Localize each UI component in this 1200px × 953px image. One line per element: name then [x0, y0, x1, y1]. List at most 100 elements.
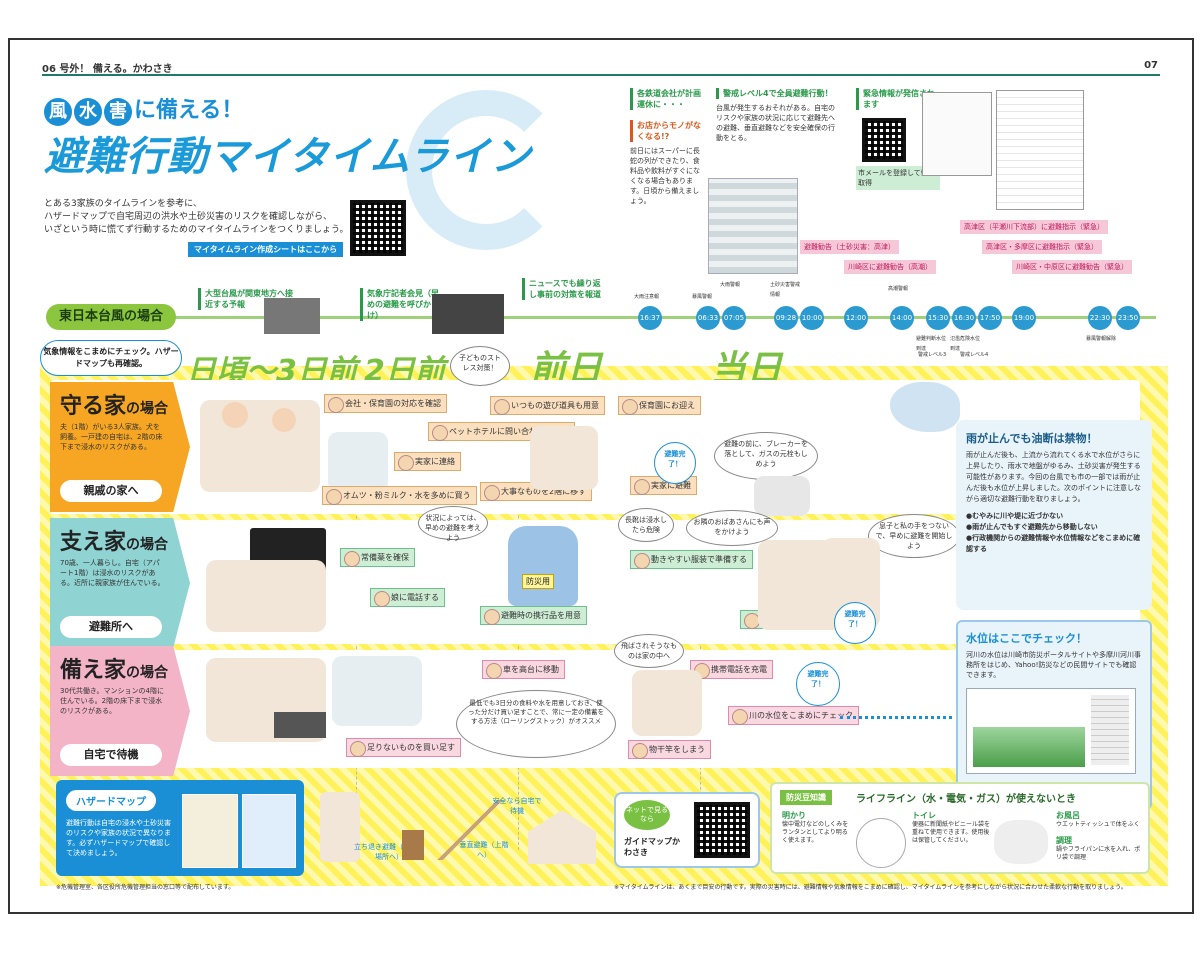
action-note: 常備薬を確保 [340, 548, 415, 567]
hazard-map-label: ハザードマップ [66, 790, 156, 811]
family1-kids-illustration [530, 426, 598, 490]
family-suffix: の場合 [126, 537, 169, 553]
lifeline-item: お風呂 ウエットティッシュで体をふく 調理 鍋やフライパンに水を入れ、ポリ袋で調… [1056, 810, 1146, 862]
breaker-illustration [754, 476, 810, 516]
lifeline-item-body: ウエットティッシュで体をふく [1056, 821, 1140, 828]
qr-code[interactable] [694, 802, 750, 858]
water-level-chart-screenshot [966, 688, 1136, 774]
email-sample-mock [996, 90, 1084, 210]
family-destination: 避難所へ [60, 616, 162, 638]
action-note: 会社・保育園の対応を確認 [324, 394, 447, 413]
speech-bubble: 飛ばされそうなものは家の中へ [614, 634, 684, 668]
lifeline-item-head: トイレ [912, 811, 936, 820]
time-marker: 10:00 [800, 306, 824, 330]
action-note: 避難時の携行品を用意 [480, 606, 587, 625]
action-note: 車を高台に移動 [482, 660, 565, 679]
time-marker: 12:00 [844, 306, 868, 330]
family3-tab: 備え家の場合 30代共働き。マンションの4階に住んでいる。2階の床下まで浸水のリ… [50, 646, 190, 776]
timeline-small-event: 大雨警報 [720, 282, 741, 288]
walking-figure-illustration [320, 792, 360, 862]
action-note: 川の水位をこまめにチェック [728, 706, 859, 725]
warning-point: ●行政機関からの避難情報や水位情報などをこまめに確認する [966, 534, 1141, 553]
timeline-event: 高津区・多摩区に避難指示（緊急） [982, 240, 1102, 254]
stairs-illustration [430, 800, 510, 860]
document-page: 06 号外！ 備える。かわさき 07 風水害に備える！ 避難行動マイタイムライン… [8, 38, 1194, 914]
press-conference-photo [432, 294, 504, 334]
timeline-event: 避難勧告（土砂災害：高津） [800, 240, 899, 254]
phone-screen-mock [922, 92, 992, 176]
sheet-link-button[interactable]: マイタイムライン作成シートはここから [188, 242, 344, 257]
note-body: 前日にはスーパーに長蛇の列ができたり、食料品や飲料がすぐになくなる場合もあります… [630, 147, 700, 205]
supplies-illustration [328, 432, 388, 492]
timeline-small-event: 高潮警報 [888, 286, 909, 292]
action-note: 足りないものを買い足す [346, 738, 461, 757]
time-marker: 16:30 [952, 306, 976, 330]
water-level-title: 水位はここでチェック！ [966, 632, 1087, 645]
intro-text: とある3家族のタイムラインを参考に、 ハザードマップで自宅周辺の洪水や土砂災害の… [44, 198, 364, 237]
lifeline-item: 明かり 懐中電灯などのしくみをランタンとしてより明るく使えます。 [782, 810, 852, 845]
note-head: 警戒レベル4で全員避難行動！ [716, 88, 836, 99]
intro-line: とある3家族のタイムラインを参考に、 [44, 199, 202, 209]
speech-bubble: 子どものストレス対策！ [450, 346, 510, 386]
net-guide-panel: ネットで見るなら ガイドマップかわさき [614, 792, 760, 868]
qr-code[interactable] [350, 200, 406, 256]
qr-code[interactable] [862, 118, 906, 162]
lifeline-item-head: 調理 [1056, 836, 1072, 845]
timeline-small-event: 避難判断水位到達 [916, 336, 947, 352]
timeline-small-event: 暴風警報解除 [1086, 336, 1117, 342]
time-marker: 07:05 [722, 306, 746, 330]
family1-illustration [200, 400, 320, 492]
timeline-label: 東日本台風の場合 [46, 304, 176, 330]
water-level-panel: 水位はここでチェック！ 河川の水位は川崎市防災ポータルサイトや多摩川河川事務所を… [956, 620, 1152, 810]
chart-area [973, 727, 1085, 767]
action-note: オムツ・粉ミルク・水を多めに買う [322, 486, 477, 505]
time-marker: 14:00 [890, 306, 914, 330]
action-note: 保育園にお迎え [618, 396, 701, 415]
action-note: 娘に電話する [370, 588, 445, 607]
lifeline-item-head: お風呂 [1056, 811, 1080, 820]
family-desc: 夫（1階）がいる3人家族。犬を飼養。一戸建の自宅は、2階の床下まで浸水のリスクが… [60, 423, 163, 451]
timeline-event: 川崎区に避難勧告（高潮） [844, 260, 936, 274]
note-train: 各鉄道会社が計画運休に・・・ お店からモノがなくなる!? 前日にはスーパーに長蛇… [630, 88, 706, 206]
chart-table [1091, 695, 1129, 765]
stockpile-illustration [332, 656, 422, 726]
water-level-body: 河川の水位は川崎市防災ポータルサイトや多摩川河川事務所をはじめ、Yahoo!防災… [966, 651, 1141, 679]
evacuation-step: 安全なら自宅で待機 [492, 797, 542, 815]
footnote-left: ※危機管理室、各区役所危機管理担当の窓口等で配布しています。 [56, 884, 235, 891]
callout-weather: 気象情報をこまめにチェック。ハザードマップも再確認。 [40, 340, 182, 376]
store-shelf-photo [708, 178, 798, 274]
action-note: いつもの遊び道具も用意 [490, 396, 605, 415]
action-note: 携帯電話を充電 [690, 660, 773, 679]
family-title: 備え家 [60, 658, 127, 683]
title-sub: 風水害に備える！ [44, 92, 243, 126]
backpack-label: 防災用 [522, 574, 554, 589]
dotted-arrow [840, 716, 952, 719]
footnote-right: ※マイタイムラインは、あくまで目安の行動です。実際の災害時には、避難情報や気象情… [614, 884, 1127, 891]
rain-cloud-icon [890, 382, 960, 432]
time-marker: 22:30 [1088, 306, 1112, 330]
action-note: 物干竿をしまう [628, 740, 711, 759]
time-marker: 16:37 [638, 306, 662, 330]
warning-title: 雨が止んでも油断は禁物！ [966, 432, 1098, 445]
note-head: 緊急情報が発信されます [856, 88, 940, 110]
hazard-map-panel: ハザードマップ 避難行動は自宅の浸水や土砂災害のリスクや家族の状況で異なります。… [56, 780, 304, 876]
page-title: 避難行動マイタイムライン [44, 134, 532, 180]
timeline-small-event: 暴風警報 [692, 294, 713, 300]
door-icon [402, 830, 424, 860]
lifeline-item-body: 懐中電灯などのしくみをランタンとしてより明るく使えます。 [782, 821, 849, 844]
note-body: 台風が発生するおそれがある。自宅のリスクや家族の状況に応じて避難先への避難、垂直… [716, 104, 835, 142]
net-guide-tag: ネットで見るなら [624, 800, 670, 830]
evacuation-step: 垂直避難（上階へ） [459, 841, 509, 859]
family-desc: 30代共働き。マンションの4階に住んでいる。2階の床下まで浸水のリスクがある。 [60, 687, 165, 715]
timeline-small-event: 大雨注意報 [634, 294, 660, 300]
lifeline-item-body: 便器に新聞紙やビニール袋を重ねて使用できます。使用後は保管してください。 [912, 821, 991, 844]
time-marker: 06:33 [696, 306, 720, 330]
lifeline-title: ライフライン（水・電気・ガス）が使えないとき [856, 794, 1076, 805]
family1-tab: 守る家の場合 夫（1階）がいる3人家族。犬を飼養。一戸建の自宅は、2階の床下まで… [50, 382, 190, 512]
title-char: 風 [44, 98, 72, 126]
timeline-event: 高津区（平瀬川下流部）に避難指示（緊急） [960, 220, 1108, 234]
lifeline-item-head: 明かり [782, 811, 806, 820]
note-head: 各鉄道会社が計画運休に・・・ [630, 88, 706, 110]
header-rule [42, 74, 1160, 76]
timeline-note: 大型台風が関東地方へ接近する予報 [198, 288, 294, 310]
